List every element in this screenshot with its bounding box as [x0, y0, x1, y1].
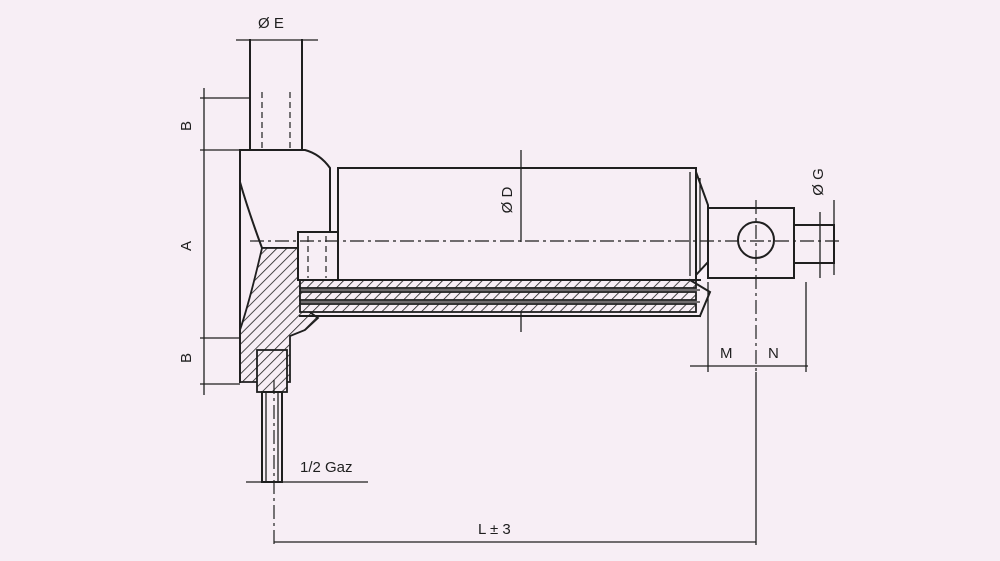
label-n: N: [768, 345, 779, 362]
label-diam-g: Ø G: [810, 168, 827, 196]
label-length: L ± 3: [478, 521, 511, 538]
label-b-bottom: B: [178, 353, 195, 363]
dimension-lines: [200, 88, 821, 545]
label-a: A: [178, 241, 195, 251]
label-thread: 1/2 Gaz: [300, 459, 353, 476]
bottom-port: [246, 349, 368, 483]
label-m: M: [720, 345, 733, 362]
center-lines: [250, 200, 842, 545]
rod-eye: [707, 200, 835, 279]
head-block: [239, 149, 339, 383]
label-diam-e: Ø E: [258, 15, 284, 32]
label-b-top: B: [178, 121, 195, 131]
cylinder-barrel: [299, 167, 712, 318]
label-diam-d: Ø D: [499, 187, 516, 214]
top-port: [236, 39, 318, 149]
